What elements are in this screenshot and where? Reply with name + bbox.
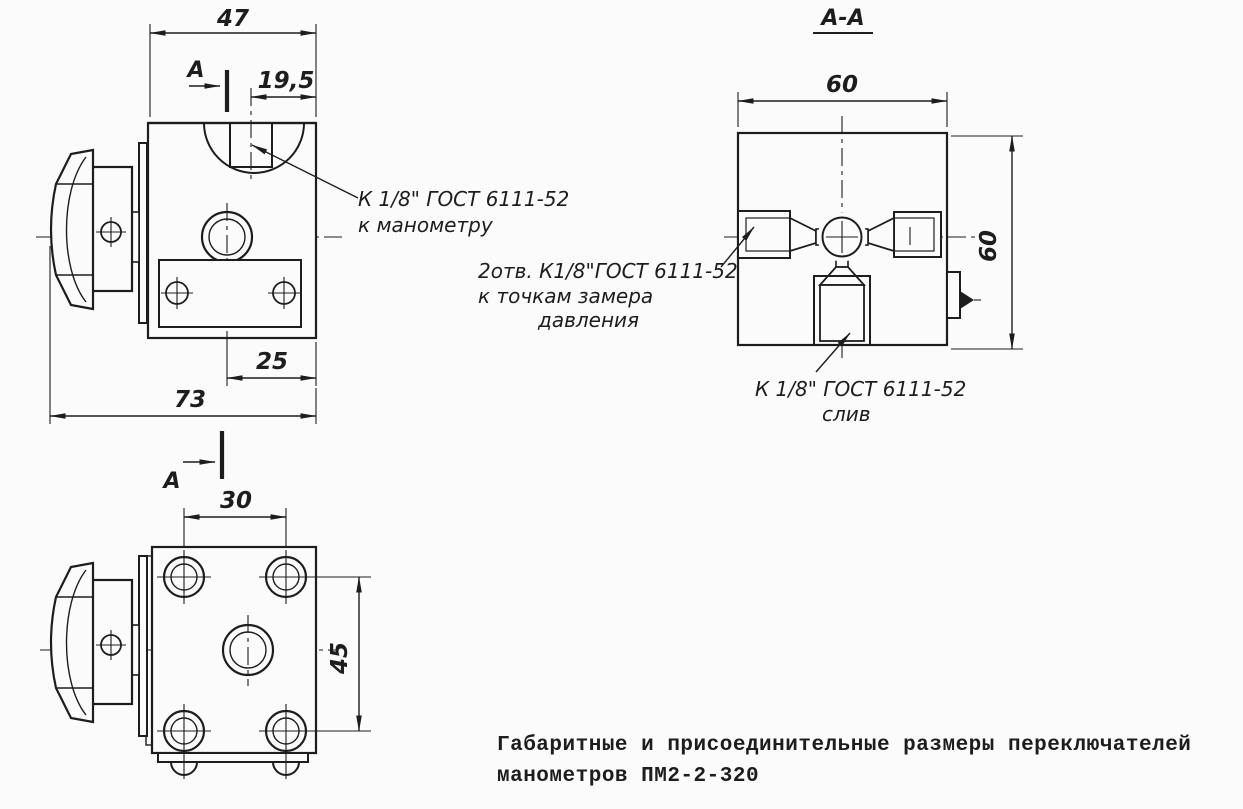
dim-25-label: 25 (256, 349, 288, 375)
dim-60-top-label: 60 (826, 72, 858, 98)
manometer-text-line1: К 1/8" ГОСТ 6111-52 (358, 187, 569, 211)
manometer-leader (251, 144, 359, 199)
dimension-19-5: 19,5 (250, 68, 317, 100)
dimension-60-top: 60 (737, 72, 948, 127)
annotation-manometer: К 1/8" ГОСТ 6111-52 к манометру (251, 144, 569, 237)
annotation-measure-points: 2отв. К1/8"ГОСТ 6111-52 к точкам замера … (478, 226, 755, 332)
dim-47-label: 47 (216, 6, 249, 32)
switch-ball (821, 216, 863, 258)
handle-front-view (49, 554, 149, 738)
dim-30-label: 30 (220, 488, 252, 514)
dimension-25: 25 (226, 340, 317, 386)
drain-text-line1: К 1/8" ГОСТ 6111-52 (755, 377, 966, 401)
caption-line1: Габаритные и присоединительные размеры п… (497, 734, 1191, 757)
mount-hole-bottom-left (157, 704, 211, 779)
caption-line2: манометров ПМ2-2-320 (497, 765, 759, 788)
measure-points-leader (720, 226, 755, 268)
section-aa-title: А-А (819, 6, 864, 31)
drain-text-line2: слив (822, 402, 871, 426)
caption: Габаритные и присоединительные размеры п… (497, 734, 1191, 788)
mount-hole-bottom-right (259, 704, 313, 779)
section-marker-a-top: А (185, 58, 230, 112)
manometer-text-line2: к манометру (358, 213, 494, 237)
section-a-top-label: А (185, 58, 204, 83)
plate-screw-left (161, 277, 193, 309)
annotation-drain: К 1/8" ГОСТ 6111-52 слив (755, 332, 966, 426)
dimension-73: 73 (49, 246, 317, 424)
dim-19-5-label: 19,5 (258, 68, 315, 94)
dimension-30: 30 (183, 488, 287, 548)
drain-leader (815, 332, 851, 373)
points-text-line3: давления (537, 308, 639, 332)
top-recess-hatched (202, 122, 306, 174)
side-view: 47 19,5 А 25 73 А (36, 6, 344, 494)
points-text-line1: 2отв. К1/8"ГОСТ 6111-52 (478, 259, 738, 283)
dim-45-label: 45 (327, 642, 353, 675)
mount-hole-top-right (259, 550, 313, 604)
right-port (855, 211, 942, 258)
dimension-47: 47 (149, 6, 317, 117)
section-marker-a-bottom: А (161, 431, 225, 494)
section-aa-view: А-А (724, 6, 1023, 358)
left-port (737, 210, 829, 259)
front-view: 30 45 (40, 488, 371, 779)
front-view-body (150, 545, 318, 755)
dimension-45: 45 (308, 576, 371, 732)
dim-73-label: 73 (174, 387, 206, 413)
base-step (157, 752, 309, 763)
dim-60-right-label: 60 (976, 230, 1002, 262)
drain-port (813, 253, 871, 346)
plate-screw-right (268, 277, 300, 309)
points-text-line2: к точкам замера (478, 284, 653, 308)
handle-side-view (49, 141, 149, 325)
mount-hole-top-left (157, 550, 211, 604)
side-fitting (946, 271, 981, 319)
dimension-60-right: 60 (951, 135, 1023, 350)
section-a-bottom-label: А (161, 469, 180, 494)
